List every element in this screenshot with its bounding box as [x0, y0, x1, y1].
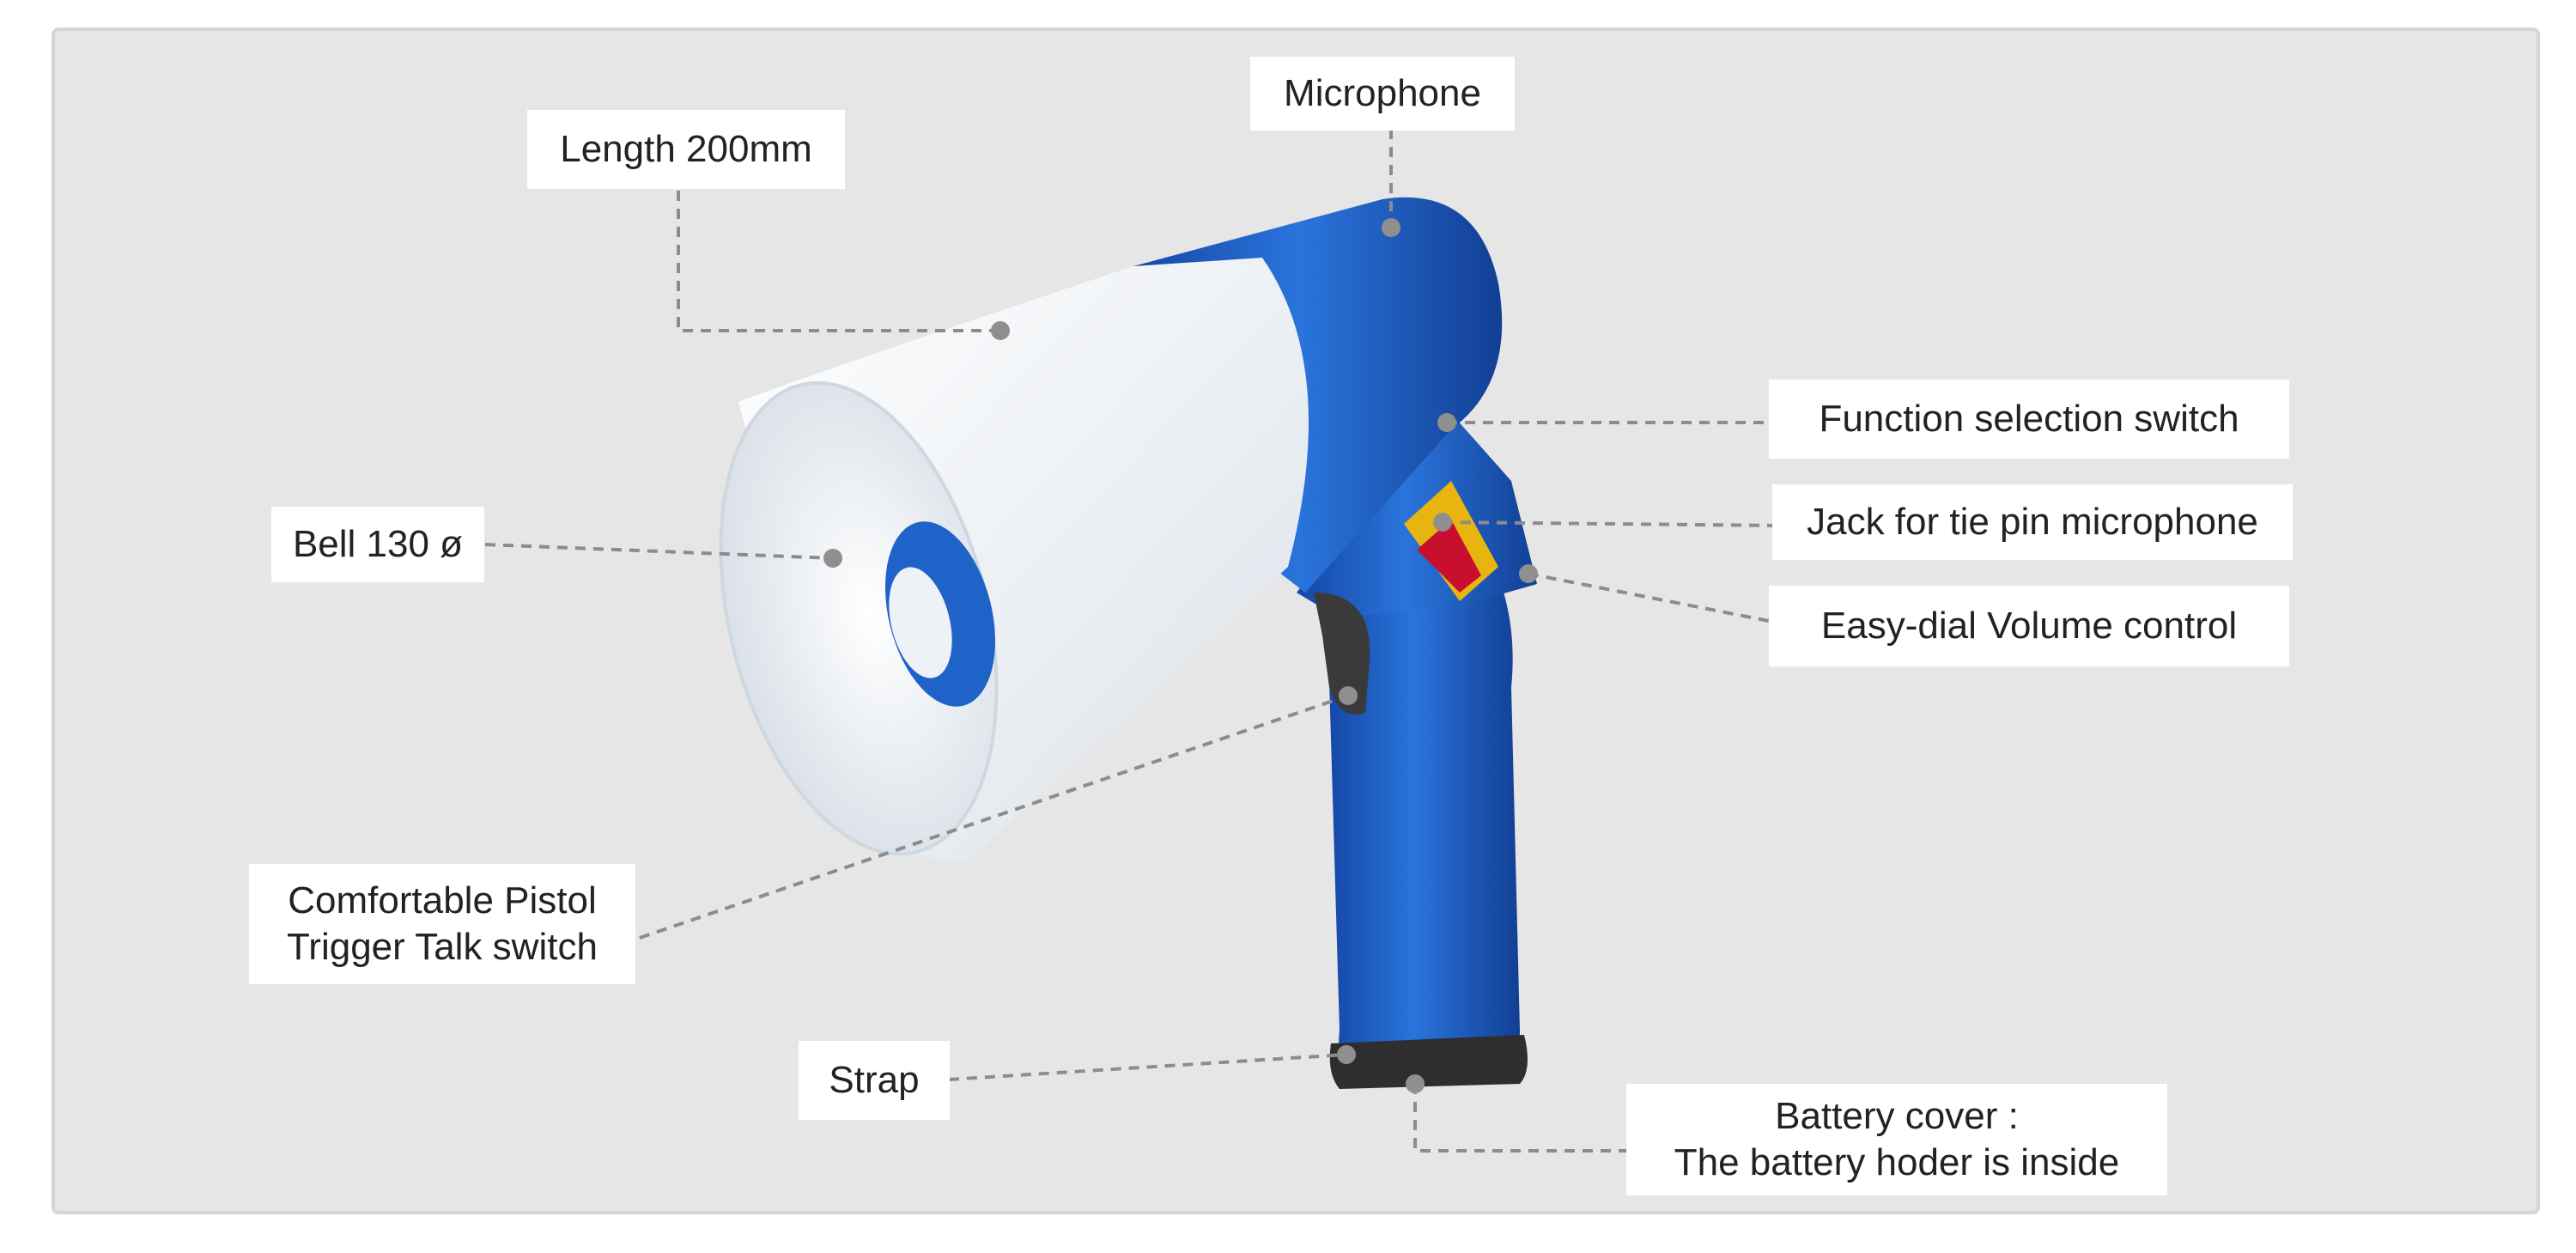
dot-bell	[823, 549, 842, 568]
dot-volume	[1519, 564, 1538, 583]
label-microphone: Microphone	[1250, 57, 1515, 131]
dot-jack	[1433, 513, 1452, 532]
label-length: Length 200mm	[527, 110, 845, 189]
dot-microphone	[1382, 218, 1400, 237]
anchor-dots	[823, 218, 1538, 1093]
dot-function	[1437, 413, 1456, 432]
trigger-switch	[1314, 593, 1370, 715]
label-jack: Jack for tie pin microphone	[1772, 484, 2293, 560]
label-function-switch: Function selection switch	[1769, 380, 2289, 459]
label-battery-line1: Battery cover :	[1775, 1095, 2019, 1137]
leader-strap	[948, 1053, 1347, 1081]
speaker-driver-cap	[889, 567, 952, 678]
dot-trigger	[1339, 686, 1358, 705]
label-bell: Bell 130 ø	[271, 507, 484, 582]
dot-battery	[1406, 1074, 1425, 1093]
pistol-handle	[1327, 532, 1520, 1074]
leader-battery	[1413, 1084, 1627, 1153]
label-trigger-line2: Trigger Talk switch	[287, 926, 598, 968]
warning-sticker-stripe	[1417, 520, 1481, 593]
label-volume: Easy-dial Volume control	[1769, 586, 2289, 666]
leader-volume	[1528, 572, 1774, 623]
leader-length	[677, 191, 1000, 332]
leader-jack	[1442, 520, 1783, 527]
megaphone-illustration	[719, 197, 1537, 1089]
label-battery: Battery cover : The battery hoder is ins…	[1626, 1084, 2167, 1195]
dot-strap	[1337, 1045, 1356, 1064]
label-trigger-line1: Comfortable Pistol	[288, 879, 597, 922]
dot-length	[991, 321, 1010, 340]
label-battery-line2: The battery hoder is inside	[1674, 1141, 2120, 1183]
leader-bell	[484, 543, 834, 560]
label-strap: Strap	[799, 1041, 950, 1120]
leader-lines	[484, 129, 1783, 1153]
label-trigger: Comfortable Pistol Trigger Talk switch	[249, 864, 635, 984]
battery-cover	[1329, 1035, 1528, 1089]
